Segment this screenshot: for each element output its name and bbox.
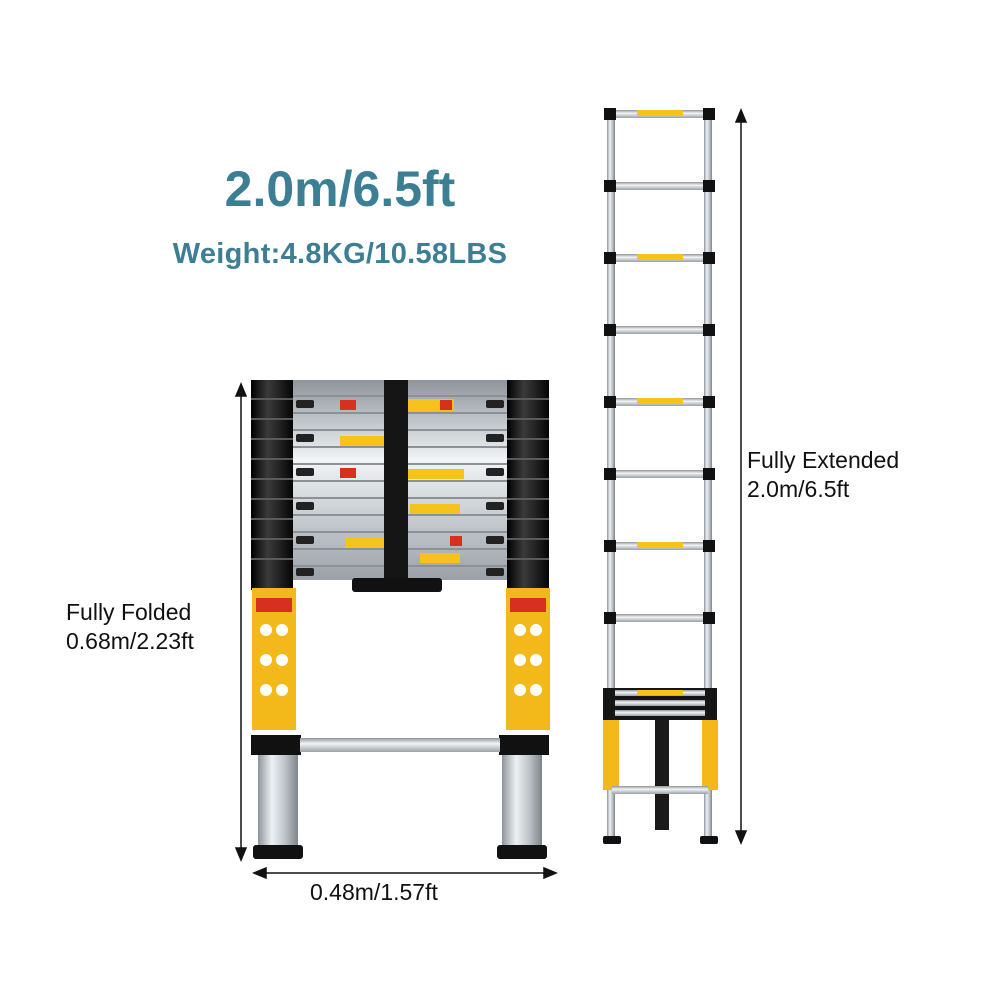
extended-height-arrow <box>734 108 748 845</box>
bottom-rung <box>300 738 500 752</box>
folded-ladder <box>251 380 550 859</box>
folded-height-arrow <box>234 382 248 862</box>
right-stile <box>497 380 550 859</box>
extended-value-text: 2.0m/6.5ft <box>747 476 850 502</box>
extended-base-section <box>603 688 718 844</box>
left-stile <box>251 380 303 859</box>
extended-dimension-label: Fully Extended 2.0m/6.5ft <box>747 446 899 504</box>
folded-label-text: Fully Folded <box>66 599 192 625</box>
folded-value-text: 0.68m/2.23ft <box>66 628 194 654</box>
product-height-title: 2.0m/6.5ft <box>224 161 456 217</box>
product-weight-text: Weight:4.8KG/10.58LBS <box>172 238 508 270</box>
stacked-rungs <box>285 380 515 592</box>
extended-ladder <box>603 108 718 844</box>
width-arrow <box>252 866 558 880</box>
carry-strap <box>384 380 408 580</box>
width-dimension-label: 0.48m/1.57ft <box>310 879 438 905</box>
extended-rungs <box>604 108 715 624</box>
extended-label-text: Fully Extended <box>747 447 900 473</box>
folded-dimension-label: Fully Folded 0.68m/2.23ft <box>66 598 194 656</box>
